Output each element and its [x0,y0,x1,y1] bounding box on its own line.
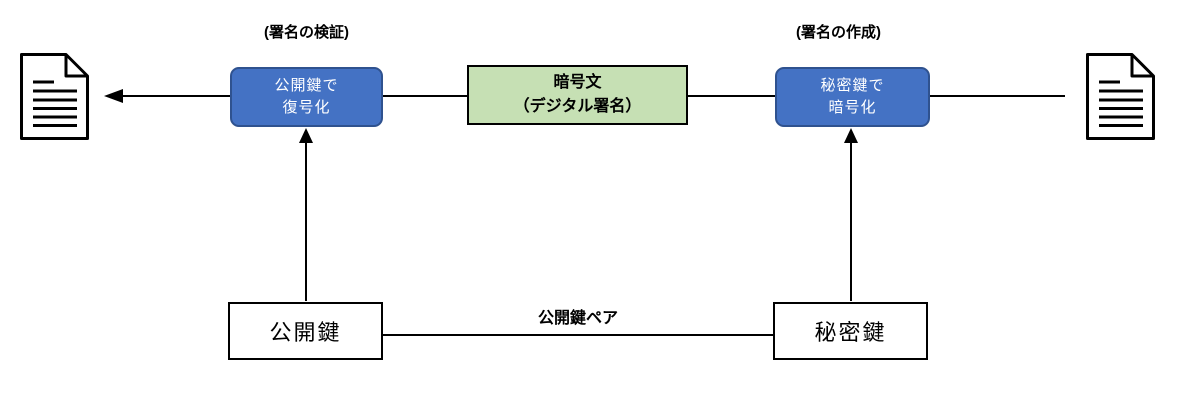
private-key-box: 秘密鍵 [773,302,928,360]
arrow-privatekey-to-encrypt [844,128,858,301]
decrypt-box-line2: 復号化 [282,99,331,116]
encrypt-box-line2: 暗号化 [828,99,877,116]
document-icon [1086,53,1155,140]
decrypt-box-line1: 公開鍵で [274,77,339,94]
public-key-label: 公開鍵 [269,320,342,345]
keypair-label: 公開鍵ペア [537,310,618,327]
signature-creation-label: (署名の作成) [796,24,881,41]
cipher-box-line2: （デジタル署名） [513,98,642,115]
encrypt-with-private-key-box: 秘密鍵で 暗号化 [775,67,930,127]
ciphertext-digital-signature-box: 暗号文 （デジタル署名） [467,65,688,125]
signature-verification-label: (署名の検証) [264,24,349,41]
encrypt-box-line1: 秘密鍵で [820,77,885,94]
arrow-publickey-to-decrypt [299,128,313,301]
public-key-box: 公開鍵 [228,302,383,360]
cipher-box-line1: 暗号文 [553,74,602,91]
document-icon [20,53,89,140]
arrow-to-verified-document [104,89,230,103]
private-key-label: 秘密鍵 [814,320,887,345]
decrypt-with-public-key-box: 公開鍵で 復号化 [230,67,383,127]
